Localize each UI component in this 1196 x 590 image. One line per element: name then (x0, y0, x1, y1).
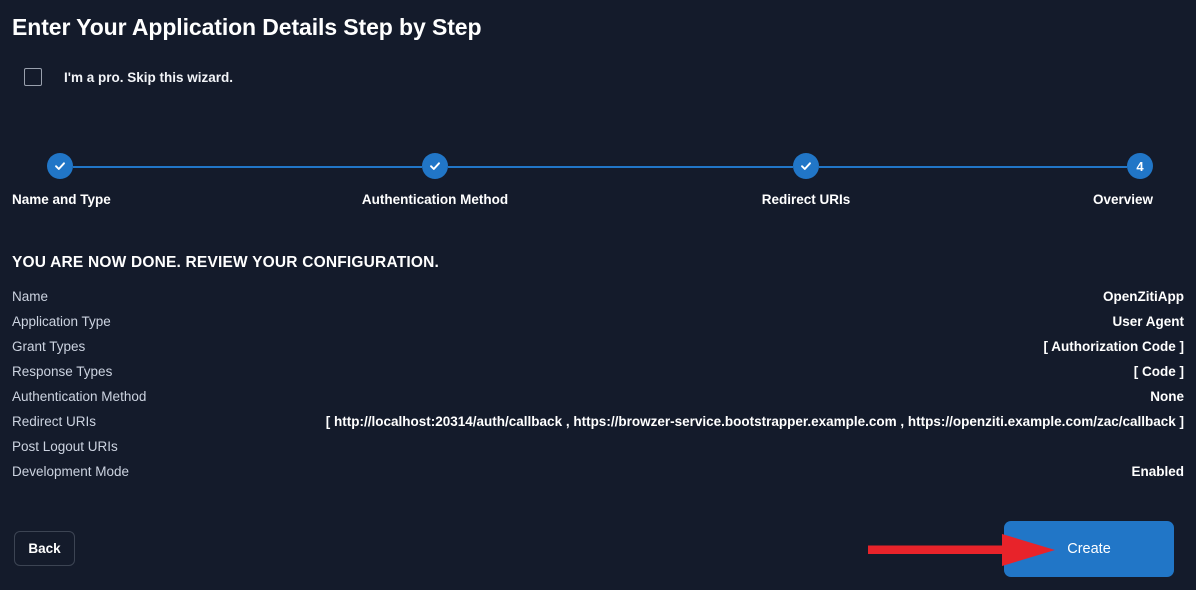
summary-value: Enabled (1131, 464, 1184, 479)
step-3-indicator[interactable] (793, 153, 819, 179)
step-2-label: Authentication Method (361, 192, 509, 207)
summary-label: Development Mode (12, 464, 130, 479)
summary-label: Authentication Method (12, 389, 147, 404)
page-title: Enter Your Application Details Step by S… (12, 14, 482, 40)
step-1-label: Name and Type (12, 192, 111, 207)
back-button[interactable]: Back (14, 531, 75, 566)
summary-row-authentication-method: Authentication Method None (12, 389, 1184, 414)
review-heading: YOU ARE NOW DONE. REVIEW YOUR CONFIGURAT… (12, 254, 440, 271)
summary-label: Redirect URIs (12, 414, 97, 429)
step-4-indicator[interactable]: 4 (1127, 153, 1153, 179)
step-1-indicator[interactable] (47, 153, 73, 179)
step-connector-3-4 (819, 166, 1127, 168)
summary-label: Response Types (12, 364, 113, 379)
wizard-stepper: Name and Type Authentication Method (0, 153, 1196, 213)
summary-row-development-mode: Development Mode Enabled (12, 464, 1184, 489)
configuration-summary: Name OpenZitiApp Application Type User A… (12, 289, 1184, 489)
summary-row-post-logout-uris: Post Logout URIs (12, 439, 1184, 464)
check-icon (428, 159, 442, 173)
check-icon (53, 159, 67, 173)
skip-wizard-label: I'm a pro. Skip this wizard. (64, 69, 233, 85)
summary-label: Application Type (12, 314, 111, 329)
summary-value: [ http://localhost:20314/auth/callback ,… (325, 414, 1184, 429)
summary-value: None (1150, 389, 1184, 404)
summary-row-response-types: Response Types [ Code ] (12, 364, 1184, 389)
summary-label: Grant Types (12, 339, 86, 354)
step-2-indicator[interactable] (422, 153, 448, 179)
skip-wizard-checkbox[interactable] (24, 68, 42, 86)
summary-row-application-type: Application Type User Agent (12, 314, 1184, 339)
create-button[interactable]: Create (1004, 521, 1174, 577)
summary-row-redirect-uris: Redirect URIs [ http://localhost:20314/a… (12, 414, 1184, 439)
summary-row-name: Name OpenZitiApp (12, 289, 1184, 314)
summary-value: [ Code ] (1133, 364, 1184, 379)
summary-label: Post Logout URIs (12, 439, 118, 454)
step-connector-2-3 (448, 166, 793, 168)
skip-wizard-row: I'm a pro. Skip this wizard. (24, 68, 233, 86)
summary-row-grant-types: Grant Types [ Authorization Code ] (12, 339, 1184, 364)
step-number-label: 4 (1136, 158, 1144, 174)
step-3-label: Redirect URIs (761, 192, 851, 207)
summary-label: Name (12, 289, 49, 304)
summary-value: [ Authorization Code ] (1043, 339, 1184, 354)
summary-value: OpenZitiApp (1103, 289, 1184, 304)
summary-value: User Agent (1112, 314, 1184, 329)
check-icon (799, 159, 813, 173)
step-connector-1-2 (73, 166, 422, 168)
step-4-label: Overview (1092, 192, 1153, 207)
